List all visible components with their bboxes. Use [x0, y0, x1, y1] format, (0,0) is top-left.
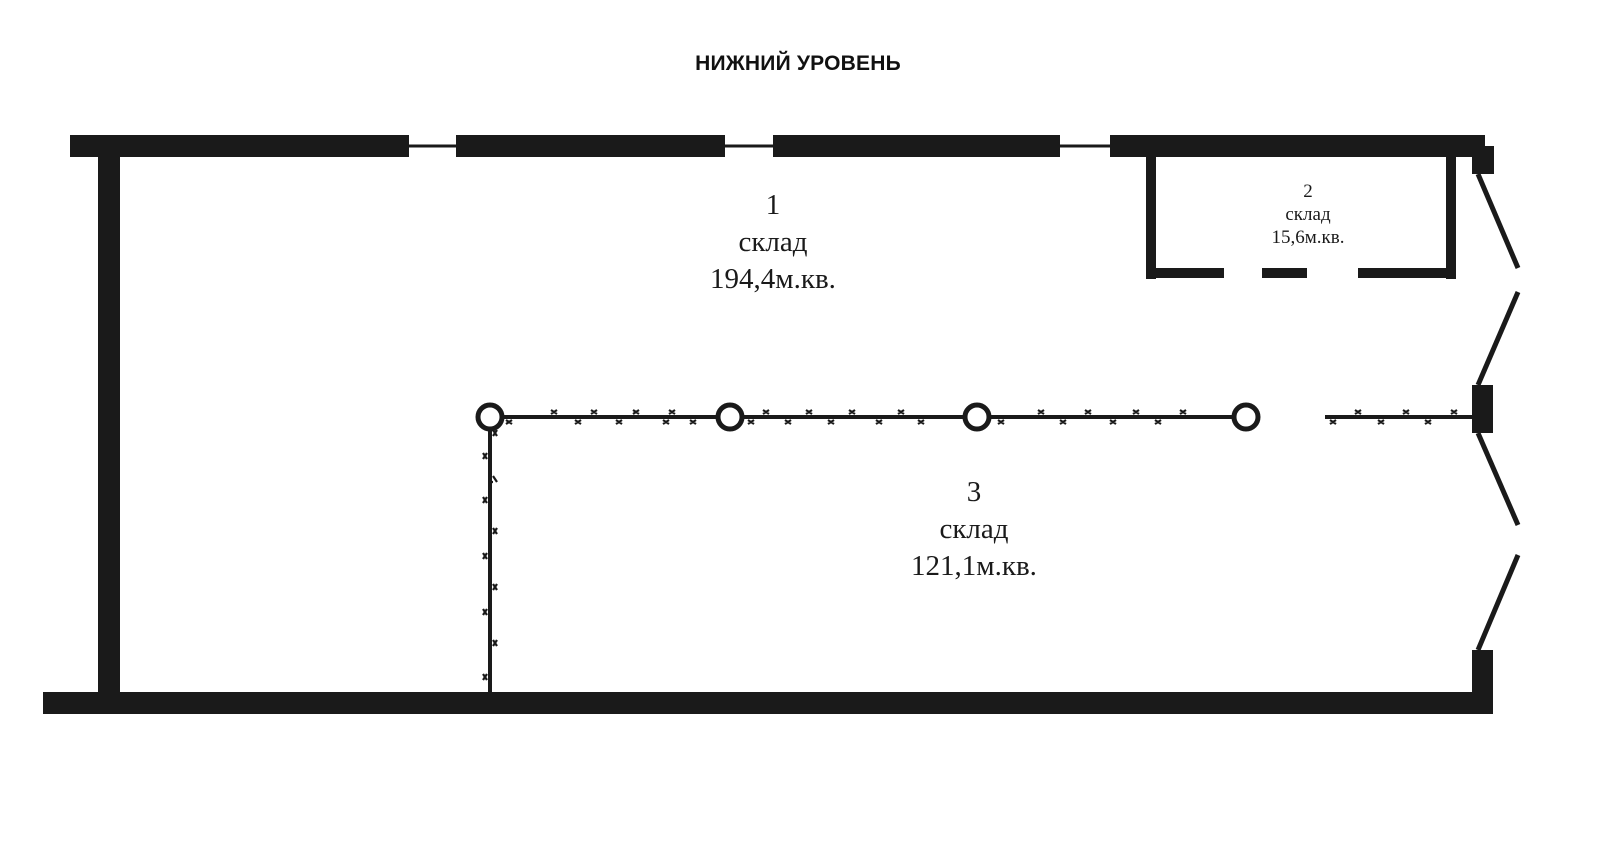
room-1-type: склад: [738, 226, 808, 259]
top-wall-segment-4: [1110, 135, 1485, 157]
door-leaf-2: [1475, 291, 1521, 386]
left-wall: [98, 157, 120, 697]
room-3-label: 3 склад 121,1м.кв.: [874, 474, 1074, 585]
room-2-label: 2 склад 15,6м.кв.: [1228, 180, 1388, 250]
room-2-area: 15,6м.кв.: [1271, 227, 1345, 249]
columns: [475, 402, 1261, 432]
room2-right-wall: [1446, 157, 1456, 279]
room-1-area: 194,4м.кв.: [710, 263, 836, 296]
room-1-label: 1 склад 194,4м.кв.: [673, 187, 873, 298]
door-leaf-3: [1475, 432, 1521, 526]
top-wall-segment-1: [70, 135, 409, 157]
column-2: [715, 402, 745, 432]
top-wall-segment-3: [773, 135, 1060, 157]
corner-post-middle-right: [1472, 385, 1493, 433]
door-leaf-4: [1475, 554, 1521, 651]
door-leaf-1: [1475, 173, 1521, 269]
room-3-type: склад: [939, 513, 1009, 546]
fence-partitions: [488, 415, 1472, 692]
plan-title-text: НИЖНИЙ УРОВЕНЬ: [695, 52, 901, 75]
room-2-type: склад: [1285, 204, 1331, 226]
door-swings: [1475, 173, 1521, 651]
room2-bottom-wall-left: [1146, 268, 1224, 278]
column-3: [962, 402, 992, 432]
room-1-number: 1: [765, 189, 781, 221]
room-3-number: 3: [966, 476, 982, 508]
column-4: [1231, 402, 1261, 432]
fence-ticks: [482, 409, 1458, 681]
room2-bottom-wall-middle: [1262, 268, 1307, 278]
room2-bottom-wall-right: [1358, 268, 1456, 278]
top-wall-segment-2: [456, 135, 725, 157]
corner-post-top-right: [1472, 146, 1494, 174]
walls: [43, 135, 1494, 714]
room-2-number: 2: [1303, 181, 1313, 202]
room2-left-wall: [1146, 157, 1156, 279]
plan-title: НИЖНИЙ УРОВЕНЬ: [0, 52, 1600, 76]
corner-post-bottom-right: [1472, 650, 1493, 714]
column-1: [475, 402, 505, 432]
room-3-area: 121,1м.кв.: [911, 550, 1037, 583]
bottom-wall: [43, 692, 1493, 714]
